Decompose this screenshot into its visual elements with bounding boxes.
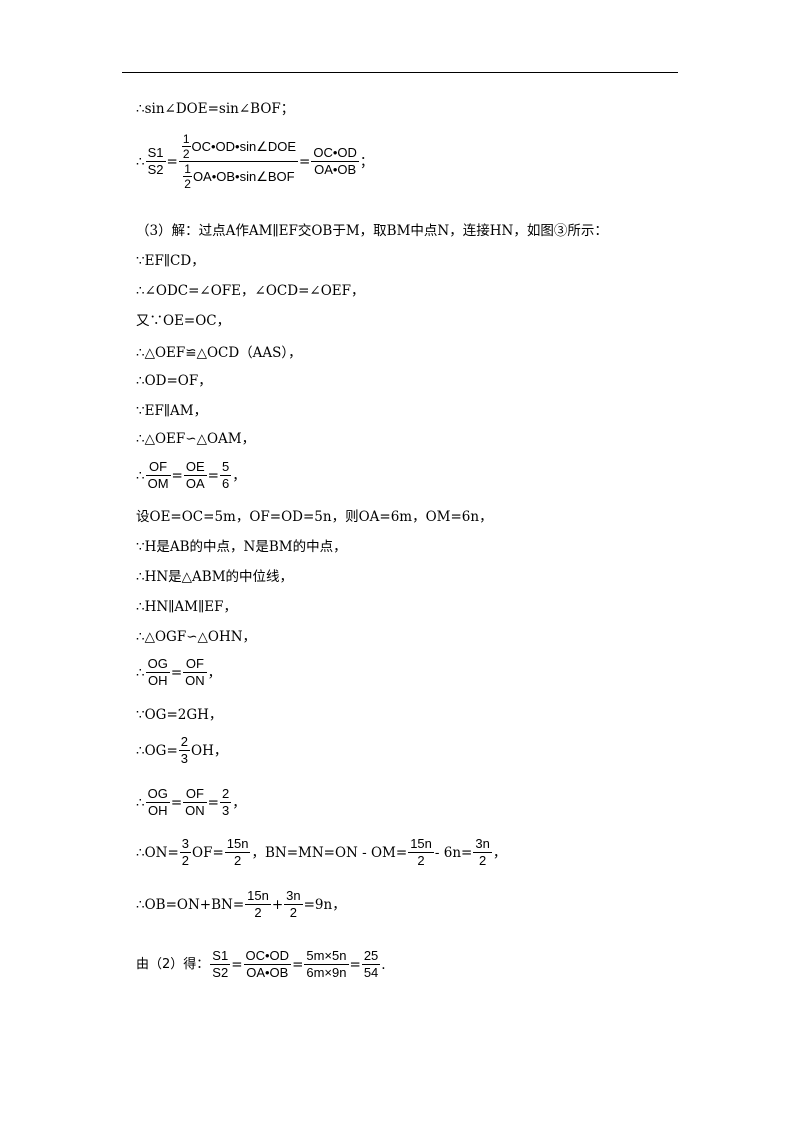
big-numerator: 1 2 OC•OD•sin∠DOE (179, 132, 298, 161)
numerator: S1 (147, 145, 164, 160)
line-angles-equal: ∴∠ODC=∠OFE，∠OCD=∠OEF， (136, 283, 365, 299)
numerator-rest: OC•OD•sin∠DOE (191, 138, 297, 154)
half-den: 2 (184, 177, 191, 191)
numerator: OC•OD (313, 145, 357, 160)
line-midline: ∴HN是△ABM的中位线， (136, 569, 294, 585)
denominator: S2 (147, 162, 164, 177)
fraction-big: 1 2 OC•OD•sin∠DOE 1 2 OA•OB•sin∠BOF (178, 132, 299, 191)
line-sin-equal: ∴sin∠DOE=sin∠BOF； (136, 101, 295, 117)
fraction-oc-od: OC•OD OA•OB (311, 145, 359, 178)
half-num: 1 (184, 162, 191, 176)
half-den: 2 (182, 147, 190, 161)
line-ef-parallel-cd: ∵EF∥CD， (136, 253, 205, 269)
suffix: ； (359, 153, 374, 170)
fraction-s1-s2: S1 S2 (145, 145, 166, 178)
equals-sign: = (166, 153, 178, 170)
line-og-2gh: ∵OG=2GH， (136, 707, 223, 723)
denominator-rest: OA•OB•sin∠BOF (192, 168, 295, 184)
line-let-values: 设OE=OC=5m，OF=OD=5n，则OA=6m，OM=6n， (136, 509, 493, 525)
line-hn-parallel: ∴HN∥AM∥EF， (136, 599, 237, 615)
formula-area-ratio: ∴ S1 S2 = 1 2 OC•OD•sin∠DOE 1 2 (136, 132, 373, 191)
line-congruent: ∴△OEF≌△OCD（AAS）， (136, 345, 302, 361)
line-similar-oef-oam: ∴△OEF∽△OAM， (136, 431, 256, 447)
line-ef-parallel-am: ∵EF∥AM， (136, 403, 208, 419)
line-od-of: ∴OD=OF， (136, 373, 212, 389)
half-num: 1 (182, 132, 190, 146)
line-part3: （3）解：过点A作AM∥EF交OB于M，取BM中点N，连接HN，如图③所示： (136, 223, 608, 239)
denominator: OA•OB (314, 162, 357, 177)
line-midpoints: ∵H是AB的中点，N是BM的中点， (136, 539, 347, 555)
therefore-symbol: ∴ (136, 153, 145, 170)
line-similar-ogf-ohn: ∴△OGF∽△OHN， (136, 629, 257, 645)
therefore-symbol: ∴ (136, 467, 145, 484)
equals-sign: = (299, 153, 311, 170)
big-denominator: 1 2 OA•OB•sin∠BOF (180, 162, 296, 191)
header-rule (122, 72, 678, 73)
line-oe-oc: 又∵OE=OC， (136, 313, 231, 329)
